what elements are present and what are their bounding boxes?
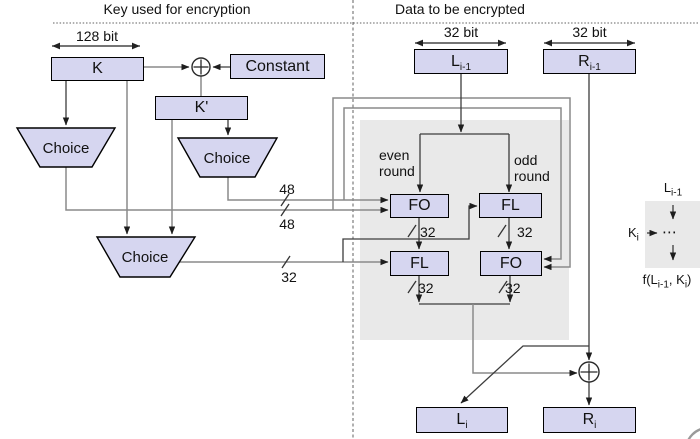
right-section-title: Data to be encrypted bbox=[395, 1, 525, 17]
f-legend-k-label: Ki bbox=[628, 225, 639, 244]
choice3-label: Choice bbox=[121, 249, 169, 266]
fo-odd-label: FO bbox=[499, 254, 523, 272]
bus48-top-label: 48 bbox=[279, 181, 295, 197]
data-path-wires bbox=[415, 73, 593, 406]
f-function-arrows bbox=[647, 205, 677, 261]
choice2-shape bbox=[176, 137, 279, 178]
bit-width-arrows bbox=[52, 39, 635, 50]
l-prev-label: Li-1 bbox=[450, 52, 472, 73]
fl-even-label: FL bbox=[410, 254, 429, 272]
key-kprime-label: K' bbox=[194, 99, 209, 116]
fl-even-box: FL bbox=[390, 251, 449, 276]
choice2-label: Choice bbox=[203, 150, 251, 167]
key-kprime-box: K' bbox=[155, 96, 248, 120]
fl-odd-box: FL bbox=[479, 193, 542, 218]
key-bit-width-label: 128 bit bbox=[75, 28, 119, 44]
choice1-shape bbox=[15, 127, 117, 168]
constant-box: Constant bbox=[230, 54, 325, 79]
left-section-title: Key used for encryption bbox=[103, 1, 251, 17]
key-schedule-wires bbox=[62, 63, 571, 271]
bus48-bottom-label: 48 bbox=[279, 216, 295, 232]
choice3-shape bbox=[95, 236, 197, 278]
bus32-key-label: 32 bbox=[281, 269, 297, 285]
r-out-label: Ri bbox=[582, 411, 597, 432]
l-prev-box: Li-1 bbox=[414, 49, 508, 74]
choice1-label: Choice bbox=[42, 140, 90, 157]
r-prev-box: Ri-1 bbox=[543, 49, 636, 74]
constant-label: Constant bbox=[245, 57, 310, 75]
key-k-box: K bbox=[51, 57, 144, 81]
f-legend-dots: ⋯ bbox=[662, 224, 677, 241]
bus32-fl-even-label: 32 bbox=[418, 280, 434, 296]
round-function-region bbox=[360, 120, 569, 340]
l-out-box: Li bbox=[416, 407, 508, 433]
fo-even-box: FO bbox=[390, 194, 449, 218]
l-out-label: Li bbox=[456, 411, 468, 432]
bus-width-slashes bbox=[280, 193, 508, 294]
bus32-fl-odd-label: 32 bbox=[517, 224, 533, 240]
r-prev-label: Ri-1 bbox=[578, 52, 601, 73]
f-legend-output-label: f(Li-1, Ki) bbox=[642, 272, 692, 291]
xor-key-icon bbox=[191, 57, 211, 77]
right-data-bit-width-label: 32 bit bbox=[572, 24, 607, 40]
key-k-label: K bbox=[92, 60, 103, 77]
fl-odd-label: FL bbox=[501, 196, 520, 214]
fo-odd-box: FO bbox=[480, 251, 542, 276]
fo-even-label: FO bbox=[408, 197, 431, 214]
r-out-box: Ri bbox=[543, 407, 636, 433]
corner-arc-decoration bbox=[687, 428, 700, 439]
f-legend-l-prev-label: Li-1 bbox=[663, 180, 683, 199]
left-data-bit-width-label: 32 bit bbox=[443, 24, 479, 40]
xor-round-icon bbox=[578, 361, 600, 383]
section-divider-lines bbox=[53, 0, 698, 439]
bus32-fo-even-label: 32 bbox=[420, 224, 436, 240]
bus32-fo-odd-label: 32 bbox=[505, 280, 521, 296]
